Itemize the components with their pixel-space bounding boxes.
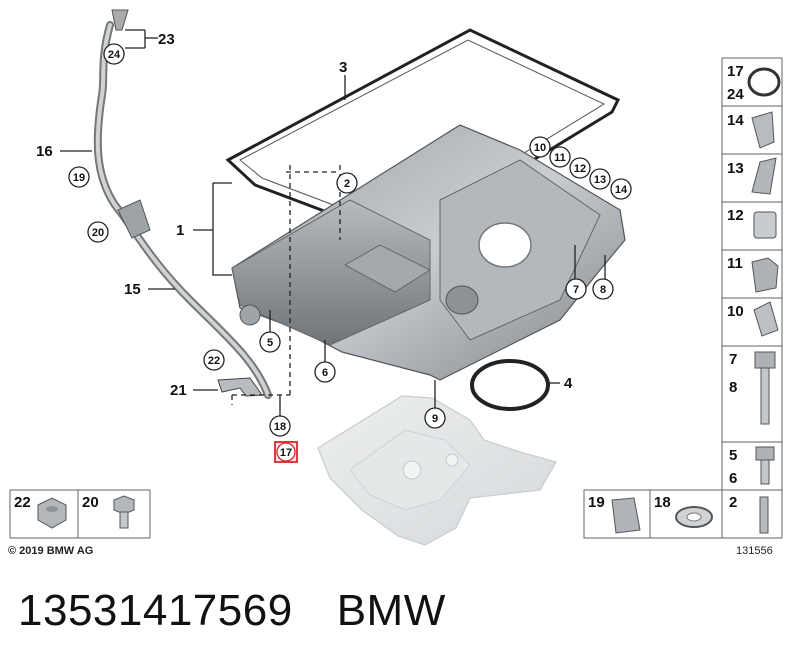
callout-20: 20 [92, 227, 104, 239]
side-box-5: 5 [729, 447, 737, 464]
bolt-short-icon [755, 446, 775, 485]
bottom-right-parts: 19 18 2 [583, 489, 783, 539]
callout-8: 8 [600, 284, 606, 296]
part-caption: 13531417569 BMW [18, 586, 446, 636]
side-box-13: 13 [727, 160, 744, 177]
callout-9: 9 [432, 413, 438, 425]
callout-4: 4 [564, 375, 573, 392]
screw-icon [113, 495, 135, 529]
side-box-11: 11 [727, 255, 743, 272]
callout-10: 10 [534, 142, 546, 154]
side-box-14: 14 [727, 112, 744, 129]
o-ring [470, 359, 550, 411]
callout-19: 19 [73, 172, 85, 184]
side-box-17: 17 [727, 63, 744, 80]
stud-icon [759, 496, 769, 534]
callout-21: 21 [170, 382, 187, 399]
callout-7: 7 [573, 284, 579, 296]
callout-13: 13 [594, 174, 606, 186]
box-18: 18 [654, 494, 671, 511]
callout-14: 14 [615, 184, 628, 196]
callout-17-highlighted: 17 [280, 447, 292, 459]
oil-pan-upper [231, 124, 626, 381]
baffle-icon [751, 111, 775, 149]
strainer-icon [751, 157, 777, 195]
box-22: 22 [14, 494, 31, 511]
parts-diagram: 23 3 1 16 15 21 4 24 19 20 2 10 11 12 13… [8, 9, 783, 557]
box-19: 19 [588, 494, 605, 511]
side-parts-column: 17 24 14 13 12 11 10 7 8 5 6 [721, 57, 783, 491]
callout-15: 15 [124, 281, 141, 298]
copyright-text: © 2019 BMW AG [8, 545, 93, 557]
callout-24: 24 [108, 49, 121, 61]
sleeve-icon [753, 211, 777, 239]
callout-1: 1 [176, 222, 184, 239]
callout-11: 11 [554, 152, 566, 164]
dipstick-bracket [217, 377, 263, 397]
side-box-7: 7 [729, 351, 737, 368]
side-box-24: 24 [727, 86, 744, 103]
nut-icon [37, 497, 67, 529]
part-number: 13531417569 [18, 586, 293, 635]
dipstick-guide-tube [93, 9, 272, 399]
seal-ring-icon [747, 67, 781, 97]
callout-23: 23 [158, 31, 175, 48]
drain-plug-icon [753, 301, 779, 337]
bolt-long-icon [754, 351, 776, 425]
callout-12: 12 [574, 163, 586, 175]
callout-22: 22 [208, 355, 220, 367]
side-box-6: 6 [729, 470, 737, 487]
box-20: 20 [82, 494, 99, 511]
callout-2: 2 [344, 178, 350, 190]
side-box-8: 8 [729, 379, 737, 396]
bracket-icon [751, 257, 779, 293]
callout-5: 5 [267, 337, 273, 349]
callout-3: 3 [339, 59, 347, 76]
callout-16: 16 [36, 143, 53, 160]
side-box-10: 10 [727, 303, 744, 320]
callout-18: 18 [274, 421, 286, 433]
side-box-12: 12 [727, 207, 744, 224]
clip-icon [611, 497, 641, 534]
brand-name: BMW [336, 586, 446, 635]
box-2: 2 [729, 494, 737, 511]
bottom-left-parts: 22 20 [9, 489, 151, 539]
oil-pan-lower-cover-ghost [317, 395, 557, 546]
callout-6: 6 [322, 367, 328, 379]
image-number: 131556 [736, 545, 773, 557]
circled-callouts: 24 19 20 2 10 11 12 13 14 7 8 5 6 9 22 1… [68, 43, 632, 463]
